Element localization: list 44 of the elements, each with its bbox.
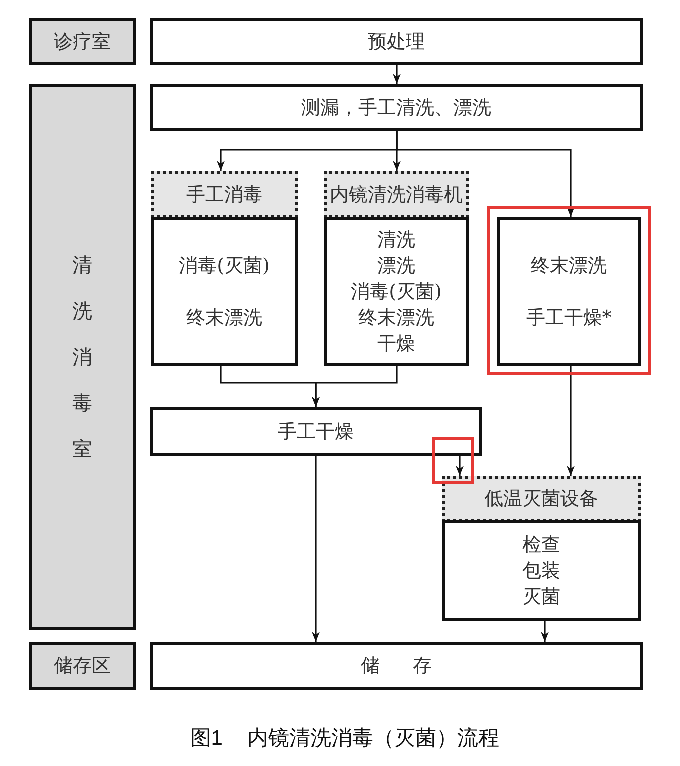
step-text: 灭菌 bbox=[522, 584, 560, 610]
equipment-name: 低温灭菌设备 bbox=[484, 487, 598, 512]
equipment-header-box bbox=[442, 476, 641, 522]
step-text: 干燥 bbox=[378, 332, 416, 356]
arrow bbox=[312, 456, 320, 642]
step-text: 漂洗 bbox=[378, 254, 416, 278]
arrow bbox=[312, 366, 398, 407]
process-text: 手工干燥 bbox=[278, 420, 354, 444]
equipment-name: 内镜清洗消毒机 bbox=[330, 182, 463, 208]
process-box bbox=[150, 18, 643, 65]
step-text: 手工干燥* bbox=[526, 306, 612, 330]
area-label: 储存区 bbox=[54, 654, 111, 679]
process-text: 测漏，手工清洗、漂洗 bbox=[302, 96, 492, 120]
step-text: 终末漂洗 bbox=[531, 254, 607, 278]
process-box bbox=[150, 407, 482, 456]
equipment-name: 手工消毒 bbox=[186, 182, 262, 208]
step-list-box bbox=[497, 217, 641, 366]
arrow bbox=[396, 131, 575, 217]
step-text: 终末漂洗 bbox=[358, 306, 434, 330]
process-text: 储 存 bbox=[361, 654, 432, 679]
equipment-header-box bbox=[324, 171, 469, 218]
arrow bbox=[393, 65, 401, 84]
arrow bbox=[456, 456, 464, 476]
step-text: 消毒(灭菌) bbox=[351, 280, 442, 304]
step-text: 清洗 bbox=[378, 228, 416, 252]
step-text: 包装 bbox=[522, 558, 560, 584]
arrow bbox=[541, 621, 549, 642]
step-list-box bbox=[442, 520, 641, 621]
area-label-box bbox=[29, 18, 136, 65]
area-label-box bbox=[29, 642, 136, 690]
arrow bbox=[567, 366, 575, 476]
step-list-box bbox=[151, 217, 298, 366]
equipment-header-box bbox=[151, 171, 298, 218]
area-label: 清洗消毒室 bbox=[72, 252, 92, 463]
area-label-box bbox=[29, 84, 136, 630]
step-text: 消毒(灭菌) bbox=[179, 254, 270, 278]
figure-caption: 图1 内镜清洗消毒（灭菌）流程 bbox=[190, 727, 500, 750]
process-box bbox=[150, 84, 643, 131]
area-label: 诊疗室 bbox=[54, 30, 111, 54]
step-text: 终末漂洗 bbox=[186, 306, 262, 330]
process-text: 预处理 bbox=[368, 30, 425, 54]
process-box bbox=[150, 642, 643, 690]
step-list-box bbox=[324, 217, 469, 366]
step-text: 检查 bbox=[522, 532, 560, 558]
